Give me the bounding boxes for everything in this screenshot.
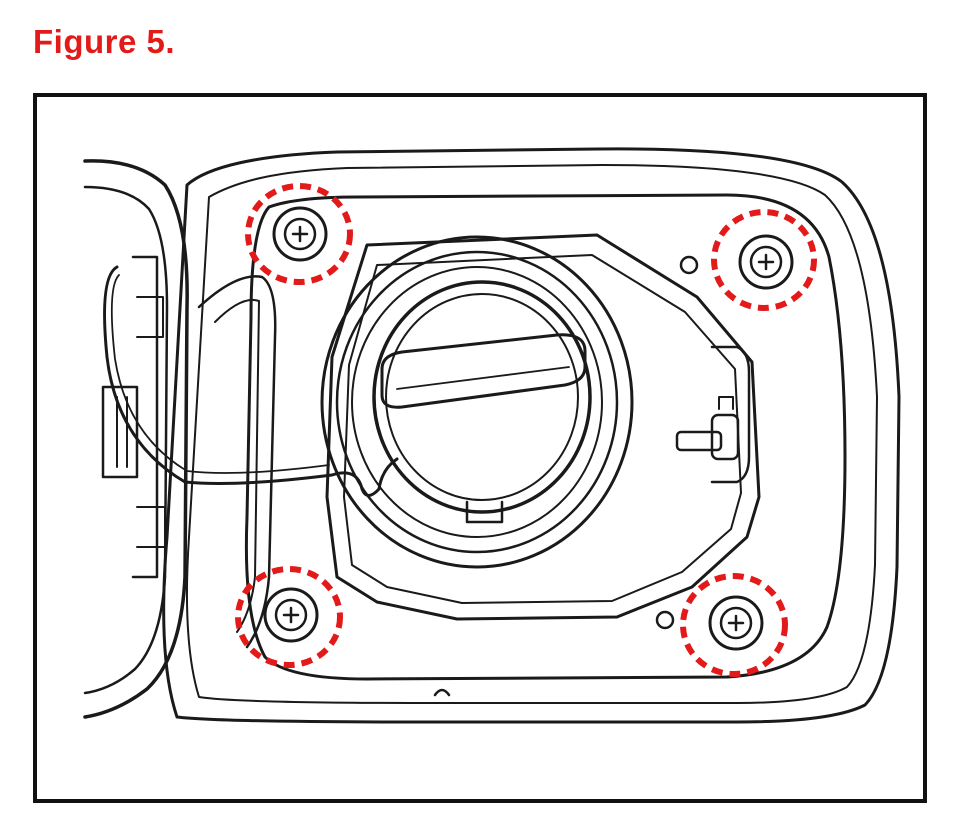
fuel-cap (372, 280, 592, 514)
fuel-door-bracket-upper (136, 296, 164, 338)
screw-top-left (272, 206, 328, 262)
highlight-circle-bottom-right (680, 573, 788, 677)
alignment-hole-bottom (655, 610, 675, 630)
door-latch-body (710, 413, 740, 461)
housing-left-rail-inner (214, 299, 260, 633)
door-latch-pin (675, 430, 723, 452)
housing-outer-edge (162, 147, 901, 724)
highlight-circle-bottom-left (235, 566, 343, 668)
filler-well-inner (343, 254, 742, 604)
housing-inner-panel (244, 193, 847, 681)
fuel-door-inner (83, 185, 169, 695)
cap-tether-cable (103, 265, 399, 497)
cap-tether-cable-inner (110, 274, 330, 474)
filler-neck-middle-ring (335, 250, 619, 554)
fuel-door-hinge-arm (116, 396, 128, 468)
screw-bottom-left (263, 587, 319, 643)
filler-well (325, 233, 761, 621)
figure-title: Figure 5. (33, 23, 176, 60)
fuel-door-illustration (83, 147, 901, 724)
housing-bottom-notch (433, 688, 451, 697)
filler-neck-outer-ring (320, 235, 634, 569)
door-latch-housing (710, 345, 751, 484)
fuel-door-hinge-block (101, 385, 139, 479)
fuel-door-hinge-frame (131, 255, 159, 579)
highlight-circle-top-left (245, 183, 353, 285)
housing-outer-edge-inner (185, 164, 878, 704)
screw-top-right (738, 234, 794, 290)
fuel-door-bracket-lower (136, 506, 166, 548)
fuel-cap-tab (465, 500, 504, 524)
fuel-door-outer (83, 159, 189, 719)
fuel-cap-handle (380, 333, 587, 409)
filler-neck-inner-ring (351, 266, 603, 538)
housing-left-rail (197, 275, 277, 649)
illustration-frame (33, 93, 927, 803)
screw-bottom-right (708, 595, 764, 651)
fuel-cap-handle-ridge (396, 366, 570, 390)
alignment-hole-top (679, 255, 699, 275)
highlight-circle-top-right (711, 209, 817, 311)
fuel-cap-rim (385, 293, 579, 501)
door-latch-clip (718, 396, 734, 410)
